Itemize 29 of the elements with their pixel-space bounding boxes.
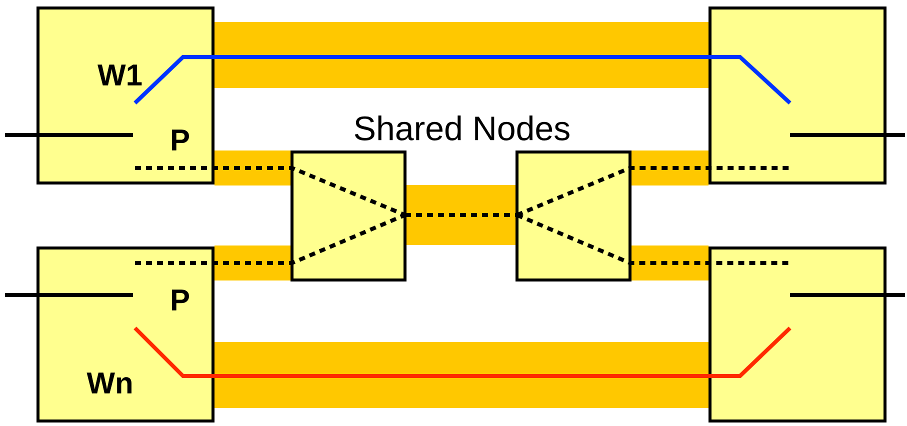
band bbox=[214, 22, 708, 88]
process-box bbox=[290, 150, 406, 282]
process-box bbox=[36, 246, 214, 422]
process-box bbox=[708, 246, 886, 422]
line bbox=[5, 133, 133, 137]
band bbox=[214, 150, 290, 186]
line bbox=[134, 55, 792, 104]
dotted-line bbox=[135, 213, 406, 265]
line bbox=[790, 133, 905, 137]
dotted-line bbox=[516, 166, 790, 217]
group-label: Shared Nodes bbox=[354, 116, 570, 140]
process-box bbox=[516, 150, 632, 282]
line bbox=[134, 326, 792, 378]
dotted-line bbox=[405, 213, 517, 217]
band bbox=[632, 150, 708, 186]
box-label: Wn bbox=[86, 372, 132, 394]
box-label: P bbox=[172, 290, 189, 310]
band bbox=[406, 185, 516, 245]
line bbox=[790, 293, 905, 297]
band bbox=[214, 342, 708, 408]
box-label: P bbox=[172, 130, 189, 150]
band bbox=[632, 246, 708, 280]
line bbox=[5, 293, 133, 297]
process-box bbox=[36, 6, 214, 184]
dotted-line bbox=[135, 166, 406, 217]
band bbox=[214, 246, 290, 280]
process-box bbox=[708, 6, 886, 184]
dotted-line bbox=[516, 213, 790, 265]
box-label: W1 bbox=[98, 64, 142, 86]
